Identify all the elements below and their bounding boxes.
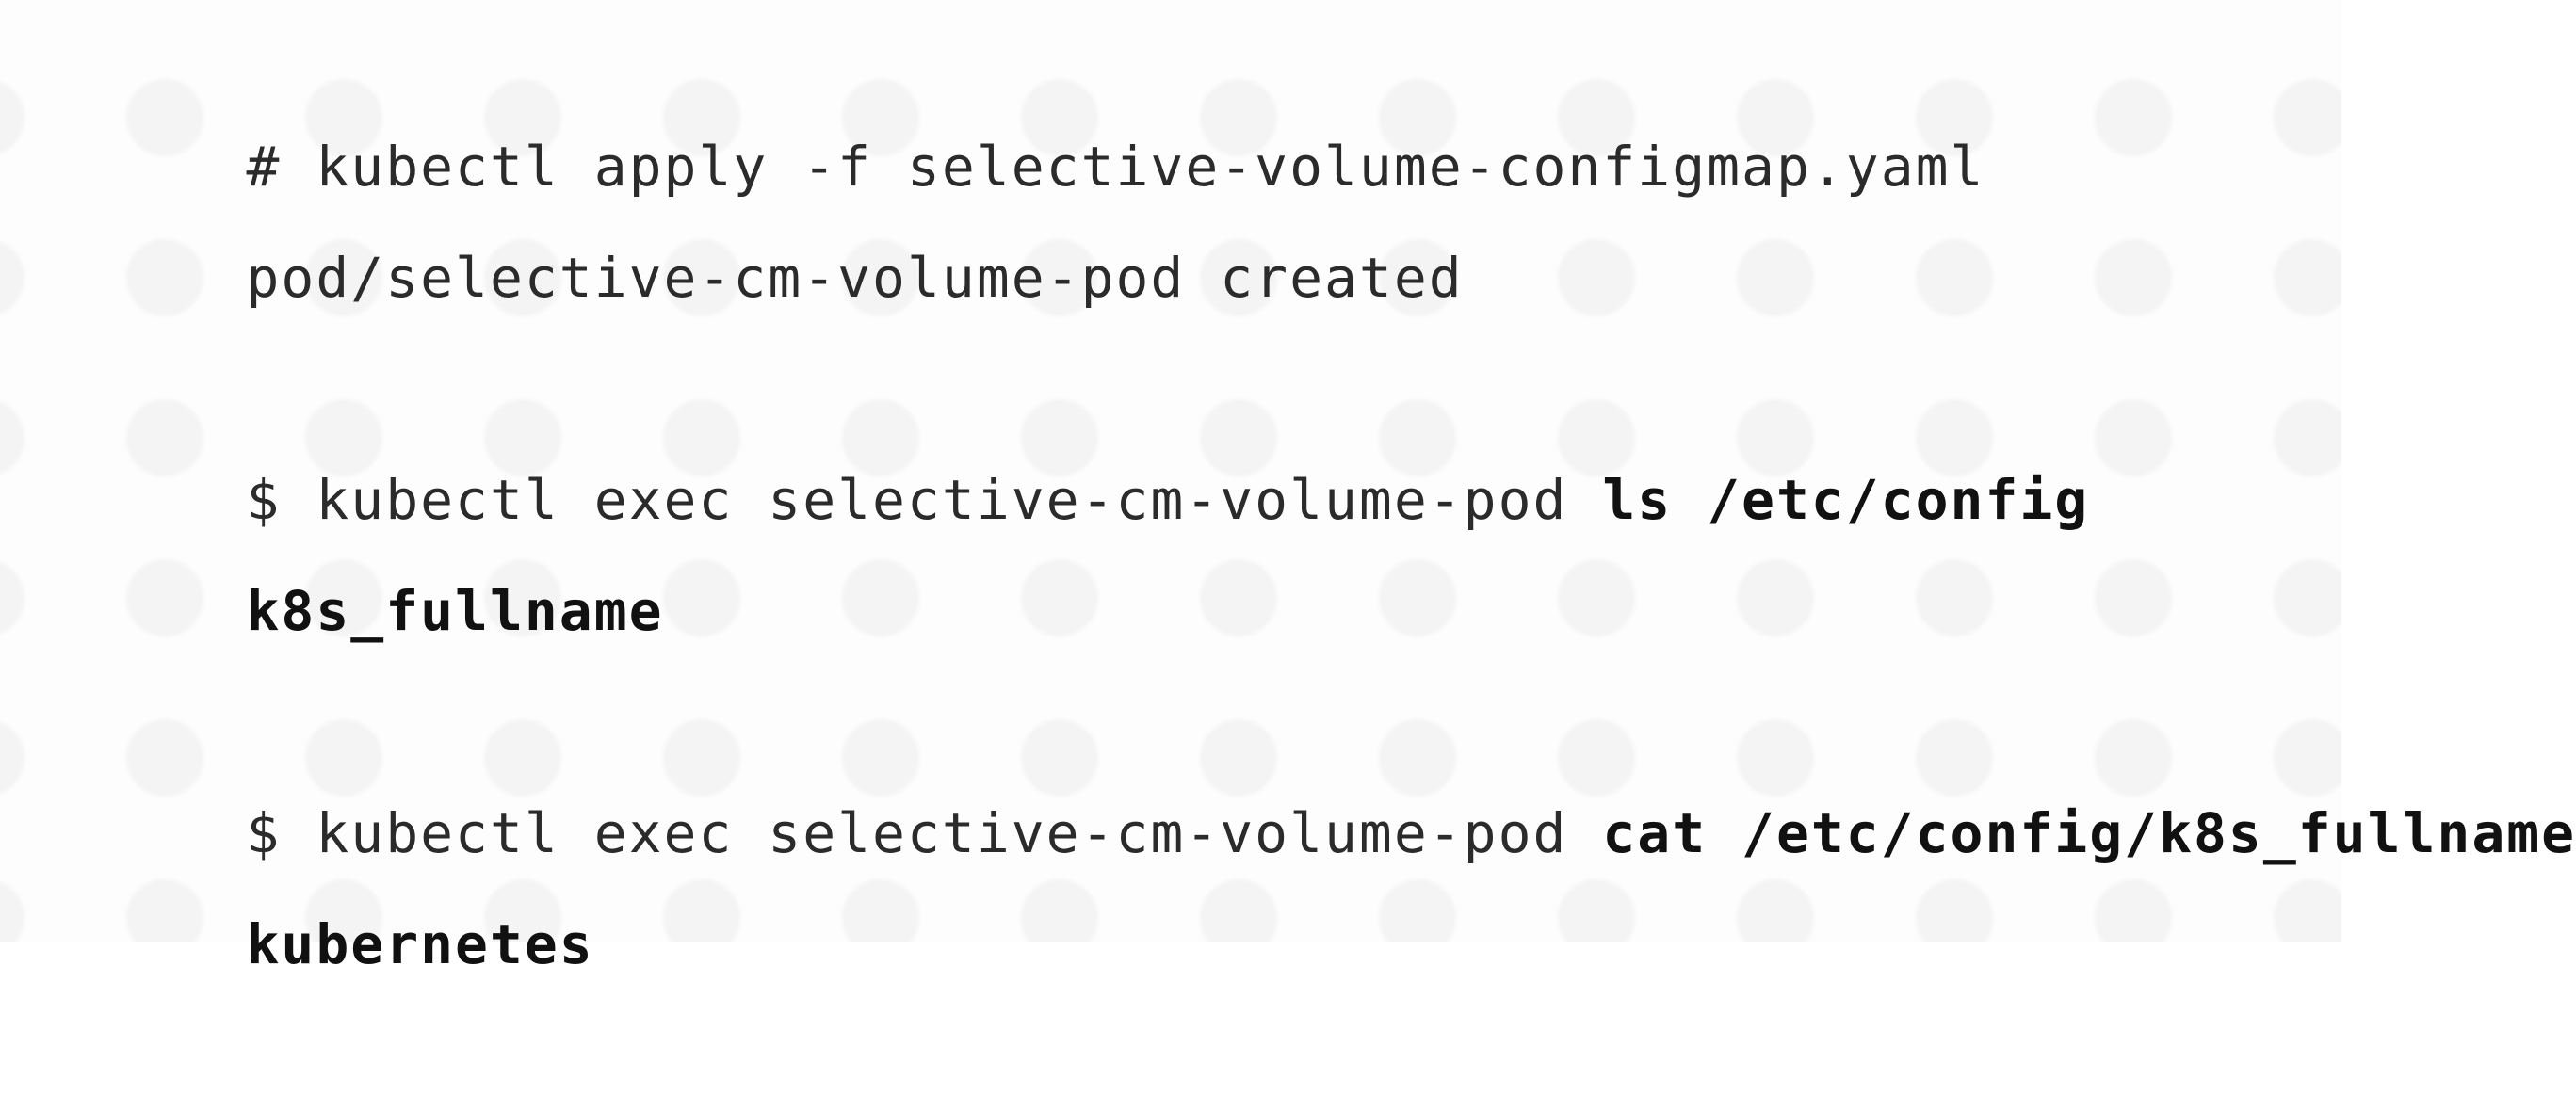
terminal-output: # kubectl apply -f selective-volume-conf… xyxy=(38,0,2575,976)
command-text: # kubectl apply -f selective-volume-conf… xyxy=(246,135,1985,199)
output-text: pod/selective-cm-volume-pod created xyxy=(246,246,1464,310)
command-emphasis: cat /etc/config/k8s_fullname xyxy=(1602,801,2576,865)
output-text: k8s_fullname xyxy=(246,579,664,643)
output-text: kubernetes xyxy=(246,912,594,976)
terminal-output-page: # kubectl apply -f selective-volume-conf… xyxy=(0,0,2575,976)
command-prefix: $ kubectl exec selective-cm-volume-pod xyxy=(246,468,1603,532)
output-line-created: pod/selective-cm-volume-pod created xyxy=(38,111,2326,310)
command-line-ls: $ kubectl exec selective-cm-volume-pod l… xyxy=(38,333,2326,532)
command-line-cat: $ kubectl exec selective-cm-volume-pod c… xyxy=(38,667,2575,865)
command-prefix: $ kubectl exec selective-cm-volume-pod xyxy=(246,801,1603,865)
command-emphasis: ls /etc/config xyxy=(1602,468,2090,532)
output-line-value: kubernetes xyxy=(38,778,2326,976)
command-line-apply: # kubectl apply -f selective-volume-conf… xyxy=(38,0,2326,199)
output-line-filename: k8s_fullname xyxy=(38,444,2326,643)
